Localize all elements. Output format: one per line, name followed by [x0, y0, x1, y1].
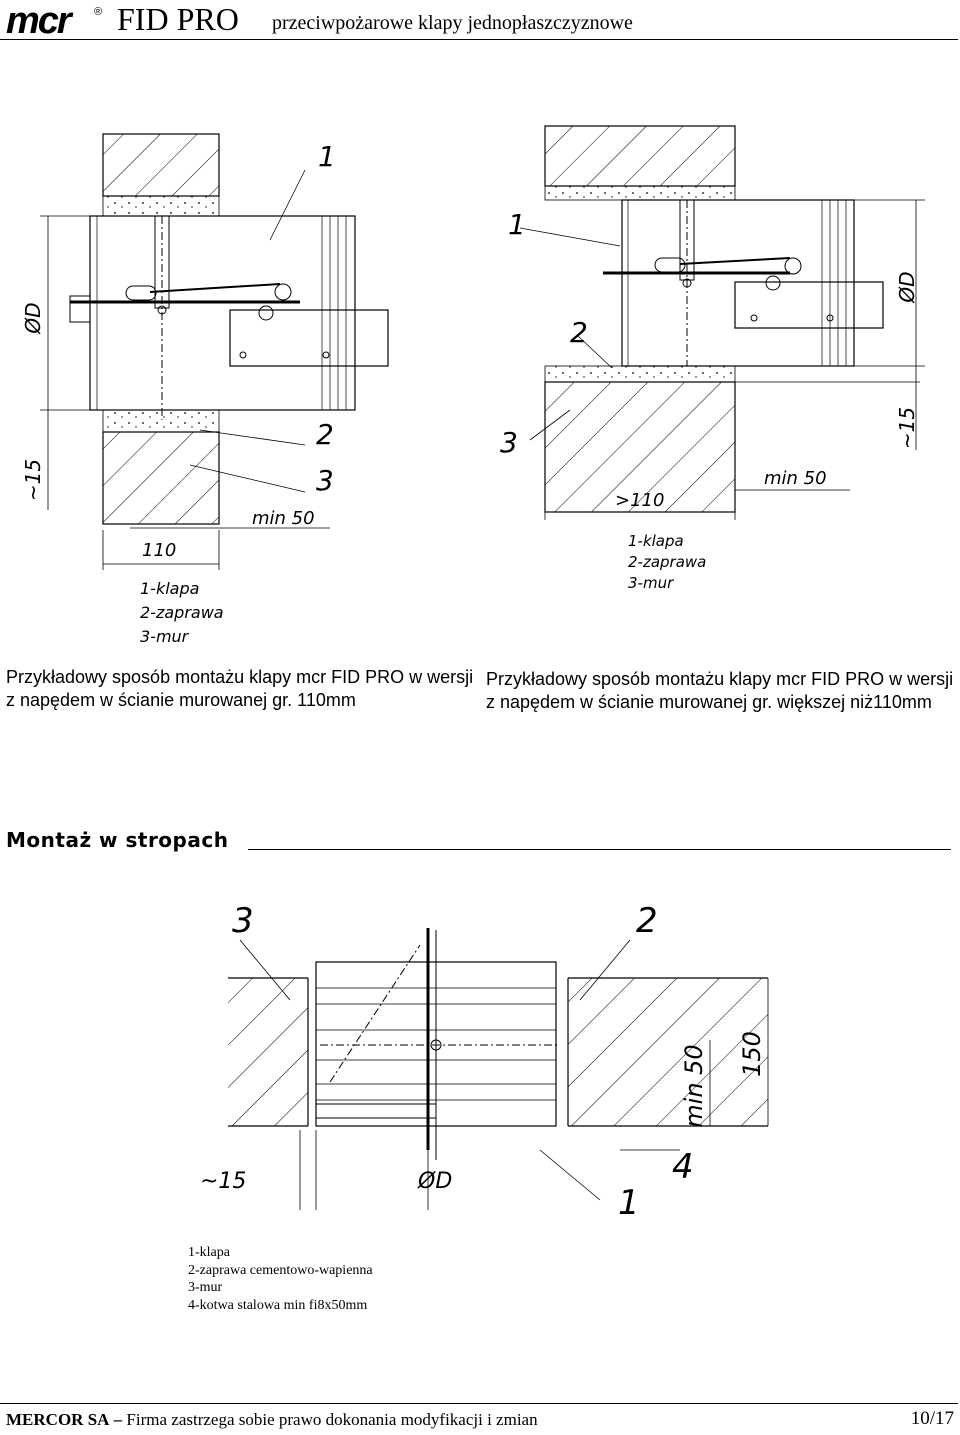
legend-item: 3-mur — [188, 1280, 223, 1295]
product-title: FID PRO — [117, 1, 239, 37]
actuator-box — [229, 309, 389, 367]
callout-3: 3 — [232, 901, 254, 941]
legend-3: 3-mur — [628, 574, 674, 592]
header-rule — [0, 39, 958, 40]
damper-body — [621, 199, 855, 367]
slab-left — [228, 978, 308, 1126]
drawing-wall-over-110: ØD ~15 1 2 3 >110 min 50 1-klapa 2-zapra… — [500, 125, 925, 592]
caption-right: Przykładowy sposób montażu klapy mcr FID… — [486, 669, 954, 712]
callout-1: 1 — [508, 208, 526, 241]
footer-note: MERCOR SA – Firma zastrzega sobie prawo … — [6, 1410, 538, 1430]
dim-min: min 50 — [252, 508, 315, 529]
wall-lower — [102, 431, 220, 525]
legend-2: 2-zaprawa — [140, 603, 224, 622]
section-title: Montaż w stropach — [6, 828, 229, 852]
diameter-label: ØD — [21, 302, 45, 334]
caption-left: Przykładowy sposób montażu klapy mcr FID… — [6, 667, 474, 710]
ceiling-legend: 1-klapa 2-zaprawa cementowo-wapienna 3-m… — [188, 1244, 373, 1314]
legend-1: 1-klapa — [628, 532, 684, 550]
callout-1: 1 — [318, 140, 336, 173]
offset-label: ~15 — [895, 407, 919, 449]
callout-3: 3 — [500, 426, 518, 459]
slab-right — [568, 978, 768, 1126]
footer-disclaimer: Firma zastrzega sobie prawo dokonania mo… — [126, 1410, 538, 1429]
callout-4: 4 — [672, 1147, 694, 1187]
legend-item: 2-zaprawa cementowo-wapienna — [188, 1262, 373, 1278]
offset-label: ~15 — [200, 1169, 246, 1194]
page-number: 10/17 — [910, 1408, 954, 1429]
callout-2: 2 — [570, 316, 588, 349]
legend-1: 1-klapa — [140, 579, 199, 598]
footer-dash: – — [113, 1410, 123, 1429]
legend-item: 4-kotwa stalowa min fi8x50mm — [188, 1297, 368, 1313]
brand-logo: mcr — [6, 0, 72, 42]
diameter-label: ØD — [417, 1169, 452, 1194]
legend-item: 1-klapa — [188, 1245, 230, 1260]
registered-mark: ® — [94, 6, 103, 18]
actuator-base — [315, 1103, 437, 1119]
legend-3: 3-mur — [140, 627, 190, 646]
footer-rule — [0, 1403, 958, 1404]
product-subtitle: przeciwpożarowe klapy jednopłaszczyznowe — [272, 12, 633, 34]
callout-2: 2 — [636, 901, 658, 941]
callout-1: 1 — [618, 1183, 640, 1223]
callout-3: 3 — [316, 464, 334, 497]
section-rule — [248, 849, 951, 850]
wall-lower — [544, 381, 736, 513]
dim-wall: 110 — [142, 540, 176, 561]
legend-2: 2-zaprawa — [628, 553, 706, 571]
footer-company: MERCOR SA — [6, 1410, 110, 1429]
callout-2: 2 — [316, 418, 334, 451]
dim-min: min 50 — [680, 1044, 708, 1127]
diameter-label: ØD — [895, 271, 919, 303]
drawing-wall-110: ØD ~15 1 2 3 110 min 50 1-klapa 2-zapraw… — [21, 133, 389, 646]
dim-wall: >110 — [615, 490, 664, 511]
offset-label: ~15 — [21, 459, 45, 501]
dim-total: 150 — [738, 1031, 766, 1077]
wall-upper — [544, 125, 736, 187]
dim-min: min 50 — [764, 468, 827, 489]
actuator-box — [734, 281, 884, 329]
